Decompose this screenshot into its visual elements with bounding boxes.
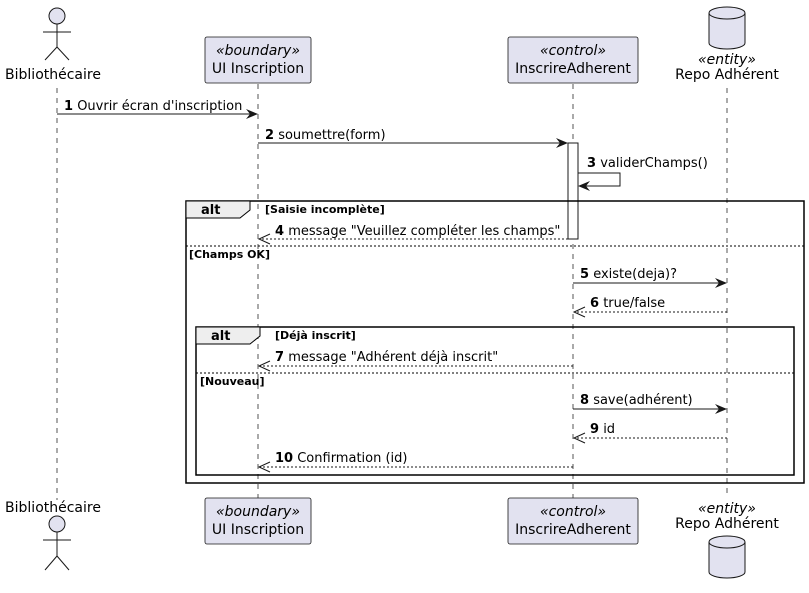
svg-text:2 soumettre(form): 2 soumettre(form)	[265, 128, 386, 143]
message-number: 9	[590, 422, 599, 437]
message-1: 1 Ouvrir écran d'inscription	[57, 99, 258, 119]
message-7: 7 message "Adhérent déjà inscrit"	[257, 350, 573, 372]
message-number: 8	[580, 393, 589, 408]
message-number: 4	[275, 224, 284, 239]
participant-name: Bibliothécaire	[5, 67, 101, 83]
fragment-guard: [Déjà inscrit]	[275, 329, 356, 342]
message-2: 2 soumettre(form)	[258, 128, 568, 148]
message-number: 7	[275, 350, 284, 365]
message-8: 8 save(adhérent)	[573, 393, 727, 414]
database-repo-adherent-top: «entity» Repo Adhérent	[675, 6, 779, 83]
message-3: 3 validerChamps()	[578, 156, 708, 191]
message-text: message "Veuillez compléter les champs"	[288, 224, 560, 239]
actor-bibliothecaire-bottom: Bibliothécaire	[5, 500, 101, 571]
participant-stereotype: «entity»	[698, 501, 756, 517]
message-text: save(adhérent)	[593, 393, 692, 408]
svg-text:10 Confirmation (id): 10 Confirmation (id)	[275, 451, 407, 466]
participant-name: Repo Adhérent	[675, 516, 779, 532]
participant-stereotype: «boundary»	[216, 43, 300, 59]
message-text: Ouvrir écran d'inscription	[77, 99, 242, 114]
participant-stereotype: «entity»	[698, 52, 756, 68]
fragment-keyword: alt	[201, 203, 220, 218]
fragment-guard: [Nouveau]	[200, 375, 265, 388]
fragment-keyword: alt	[211, 329, 230, 344]
participant-name: Bibliothécaire	[5, 500, 101, 516]
message-9: 9 id	[572, 422, 727, 444]
fragment-guard: [Saisie incomplète]	[265, 203, 385, 216]
message-text: existe(deja)?	[593, 267, 677, 282]
svg-text:5 existe(deja)?: 5 existe(deja)?	[580, 267, 677, 282]
message-number: 3	[587, 156, 596, 171]
participant-name: UI Inscription	[212, 61, 304, 77]
svg-text:1 Ouvrir écran d'inscription: 1 Ouvrir écran d'inscription	[64, 99, 242, 114]
message-number: 10	[275, 451, 293, 466]
message-number: 6	[590, 296, 599, 311]
participant-name: Repo Adhérent	[675, 67, 779, 83]
alt-fragment-outer: alt [Saisie incomplète] [Champs OK]	[185, 200, 805, 484]
svg-text:8 save(adhérent): 8 save(adhérent)	[580, 393, 693, 408]
participant-name: InscrireAdherent	[515, 522, 631, 538]
participant-stereotype: «boundary»	[216, 504, 300, 520]
message-text: id	[603, 422, 615, 437]
message-5: 5 existe(deja)?	[573, 267, 727, 288]
message-text: message "Adhérent déjà inscrit"	[288, 350, 498, 365]
message-text: soumettre(form)	[278, 128, 385, 143]
message-number: 1	[64, 99, 73, 114]
participant-ui-inscription-top: «boundary» UI Inscription	[204, 36, 312, 84]
activation-bar	[567, 142, 579, 240]
svg-text:7 message "Adhérent déjà inscr: 7 message "Adhérent déjà inscrit"	[275, 350, 498, 365]
participant-name: UI Inscription	[212, 522, 304, 538]
message-10: 10 Confirmation (id)	[257, 451, 573, 473]
participant-stereotype: «control»	[540, 504, 606, 520]
participant-inscrire-adherent-top: «control» InscrireAdherent	[507, 36, 639, 84]
alt-fragment-inner: alt [Déjà inscrit] [Nouveau]	[195, 326, 795, 476]
fragment-guard: [Champs OK]	[189, 248, 270, 261]
participant-ui-inscription-bottom: «boundary» UI Inscription	[204, 497, 312, 545]
message-number: 5	[580, 267, 589, 282]
message-text: validerChamps()	[600, 156, 708, 171]
message-number: 2	[265, 128, 274, 143]
database-repo-adherent-bottom: «entity» Repo Adhérent	[675, 501, 779, 579]
svg-text:4 message "Veuillez compléter: 4 message "Veuillez compléter les champs…	[275, 224, 560, 239]
participant-name: InscrireAdherent	[515, 61, 631, 77]
svg-text:6 true/false: 6 true/false	[590, 296, 665, 311]
message-text: true/false	[603, 296, 665, 311]
message-text: Confirmation (id)	[297, 451, 407, 466]
svg-text:9 id: 9 id	[590, 422, 615, 437]
message-6: 6 true/false	[572, 296, 727, 318]
participant-inscrire-adherent-bottom: «control» InscrireAdherent	[507, 497, 639, 545]
actor-bibliothecaire-top: Bibliothécaire	[5, 7, 101, 83]
svg-text:3 validerChamps(): 3 validerChamps()	[587, 156, 708, 171]
message-4: 4 message "Veuillez compléter les champs…	[257, 224, 568, 245]
participant-stereotype: «control»	[540, 43, 606, 59]
